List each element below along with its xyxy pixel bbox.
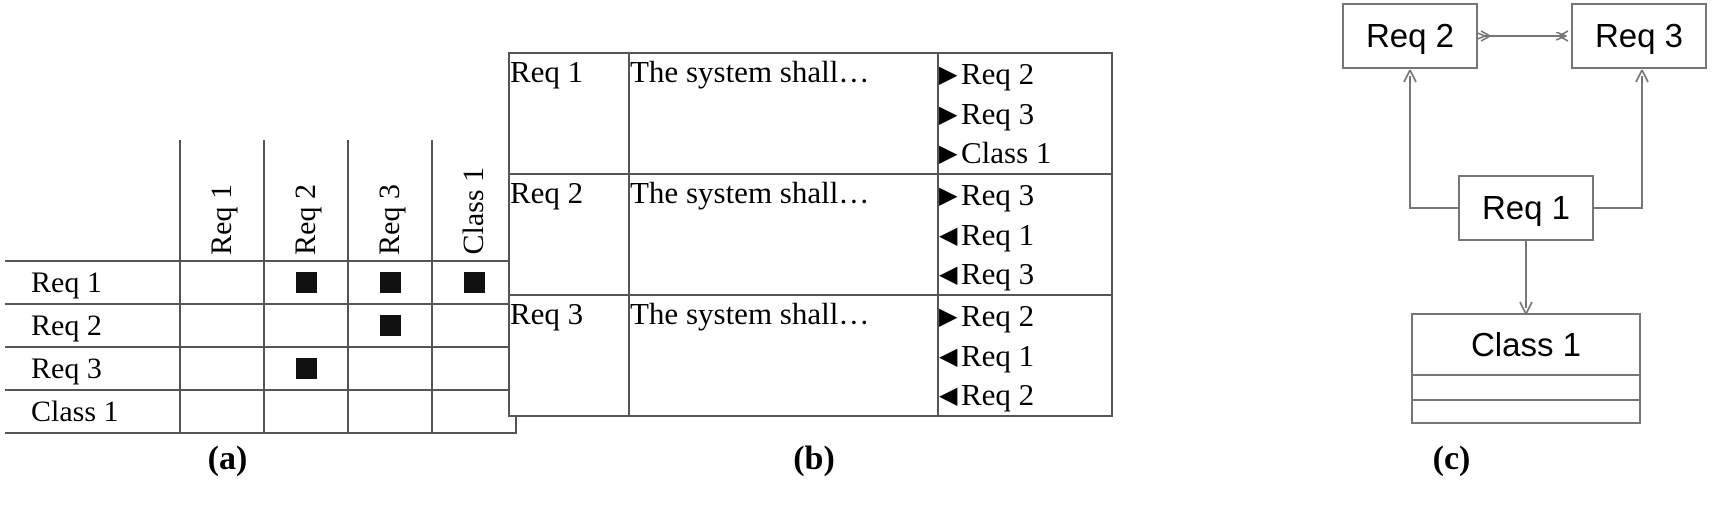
matrix-col-header-req3: Req 3	[347, 140, 433, 262]
class-operations-compartment	[1413, 399, 1639, 424]
matrix-row-header-class1: Class 1	[5, 389, 181, 434]
node-class1[interactable]: Class 1	[1411, 313, 1641, 424]
edge-req2-req3	[1481, 30, 1569, 42]
matrix-row: Req 1	[5, 260, 517, 305]
trace-link-label: Req 1	[961, 337, 1035, 373]
node-req2[interactable]: Req 2	[1342, 3, 1478, 69]
figure-c-caption: (c)	[1432, 440, 1471, 477]
trace-link: ▶Req 2	[939, 54, 1111, 94]
edge-req1-req3	[1594, 69, 1649, 209]
trace-link: ◀Req 1	[939, 215, 1111, 255]
trace-link: ▶Req 2	[939, 296, 1111, 336]
backward-arrow-icon: ◀	[939, 383, 958, 410]
trace-link: ▶Req 3	[939, 175, 1111, 215]
trace-link-label: Req 2	[961, 377, 1035, 413]
trace-link-label: Req 1	[961, 216, 1035, 252]
matrix-table: Req 1 Req 2 Req 3 Class 1 Req 1	[5, 140, 517, 434]
trace-link-label: Req 2	[961, 56, 1035, 91]
matrix-cell	[263, 260, 349, 305]
trace-link-label: Class 1	[961, 135, 1052, 171]
trace-link-label: Req 3	[961, 177, 1035, 213]
matrix-mark-icon	[295, 358, 317, 379]
table-row: Req 2 The system shall… ▶Req 3 ◀Req 1 ◀R…	[508, 173, 1113, 297]
matrix-cell	[347, 260, 433, 305]
backward-arrow-icon: ◀	[939, 343, 958, 370]
matrix-cell	[179, 260, 265, 305]
figure-b-caption: (b)	[793, 440, 835, 477]
req-id-cell: Req 2	[508, 173, 630, 297]
trace-link: ◀Req 3	[939, 254, 1111, 294]
matrix-cell	[347, 389, 433, 434]
matrix-cell	[431, 260, 517, 305]
requirements-table: Req 1 The system shall… ▶Req 2 ▶Req 3 ▶C…	[508, 51, 1113, 418]
matrix-col-header-label: Req 2	[289, 184, 322, 255]
edge-req1-class1	[1519, 241, 1533, 315]
matrix-cell	[263, 303, 349, 348]
forward-arrow-icon: ▶	[939, 141, 958, 168]
matrix-row-header-req1: Req 1	[5, 260, 181, 305]
trace-link: ◀Req 2	[939, 375, 1111, 415]
node-req1[interactable]: Req 1	[1458, 175, 1594, 241]
table-row: Req 1 The system shall… ▶Req 2 ▶Req 3 ▶C…	[508, 51, 1113, 176]
matrix-cell	[179, 346, 265, 391]
figure-a-traceability-matrix: Req 1 Req 2 Req 3 Class 1 Req 1	[5, 140, 517, 434]
class-name-label: Class 1	[1470, 325, 1582, 363]
trace-link: ▶Req 3	[939, 94, 1111, 134]
req-links-cell: ▶Req 2 ◀Req 1 ◀Req 2	[937, 294, 1113, 418]
class-attributes-compartment	[1413, 374, 1639, 399]
matrix-cell	[347, 346, 433, 391]
matrix-col-header-req2: Req 2	[263, 140, 349, 262]
matrix-row: Class 1	[5, 389, 517, 434]
matrix-cell	[431, 389, 517, 434]
table-row: Req 3 The system shall… ▶Req 2 ◀Req 1 ◀R…	[508, 294, 1113, 418]
diagram-edges	[1403, 30, 1649, 315]
matrix-cell	[347, 303, 433, 348]
figure-a-caption: (a)	[207, 440, 248, 477]
matrix-mark-icon	[379, 272, 401, 293]
req-links-cell: ▶Req 2 ▶Req 3 ▶Class 1	[937, 51, 1113, 176]
req-description-cell: The system shall…	[628, 173, 939, 297]
forward-arrow-icon: ▶	[939, 62, 958, 88]
matrix-cell	[431, 303, 517, 348]
trace-link-label: Req 2	[961, 298, 1035, 334]
matrix-col-header-label: Class 1	[457, 167, 490, 255]
matrix-cell	[179, 303, 265, 348]
figure-b-requirements-table: Req 1 The system shall… ▶Req 2 ▶Req 3 ▶C…	[508, 51, 1113, 418]
edge-req1-req2	[1403, 69, 1458, 209]
matrix-mark-icon	[295, 272, 317, 293]
matrix-cell	[431, 346, 517, 391]
trace-link: ◀Req 1	[939, 336, 1111, 376]
node-req3[interactable]: Req 3	[1571, 3, 1707, 69]
matrix-cell	[263, 389, 349, 434]
req-id-cell: Req 3	[508, 294, 630, 418]
trace-link: ▶Class 1	[939, 133, 1111, 173]
trace-link-label: Req 3	[961, 256, 1035, 292]
matrix-col-header-label: Req 3	[373, 184, 406, 255]
forward-arrow-icon: ▶	[939, 101, 958, 128]
req-description-cell: The system shall…	[628, 51, 939, 176]
matrix-row-header-req2: Req 2	[5, 303, 181, 348]
matrix-col-header-label: Req 1	[205, 184, 238, 255]
matrix-cell	[263, 346, 349, 391]
matrix-row-header-req3: Req 3	[5, 346, 181, 391]
req-links-cell: ▶Req 3 ◀Req 1 ◀Req 3	[937, 173, 1113, 297]
backward-arrow-icon: ◀	[939, 222, 958, 249]
matrix-col-header-class1: Class 1	[431, 140, 517, 262]
matrix-col-header-req1: Req 1	[179, 140, 265, 262]
matrix-corner-cell	[5, 140, 180, 261]
matrix-row: Req 2	[5, 303, 517, 348]
matrix-cell	[179, 389, 265, 434]
backward-arrow-icon: ◀	[939, 262, 958, 289]
req-description-cell: The system shall…	[628, 294, 939, 418]
matrix-row: Req 3	[5, 346, 517, 391]
matrix-header-row: Req 1 Req 2 Req 3 Class 1	[5, 140, 517, 262]
figure-c-trace-diagram: Req 2 Req 3 Req 1 Class 1	[1190, 0, 1713, 440]
trace-link-label: Req 3	[961, 95, 1035, 131]
forward-arrow-icon: ▶	[939, 183, 958, 210]
req-id-cell: Req 1	[508, 51, 630, 176]
matrix-mark-icon	[379, 315, 401, 336]
forward-arrow-icon: ▶	[939, 304, 958, 331]
matrix-mark-icon	[463, 272, 485, 293]
